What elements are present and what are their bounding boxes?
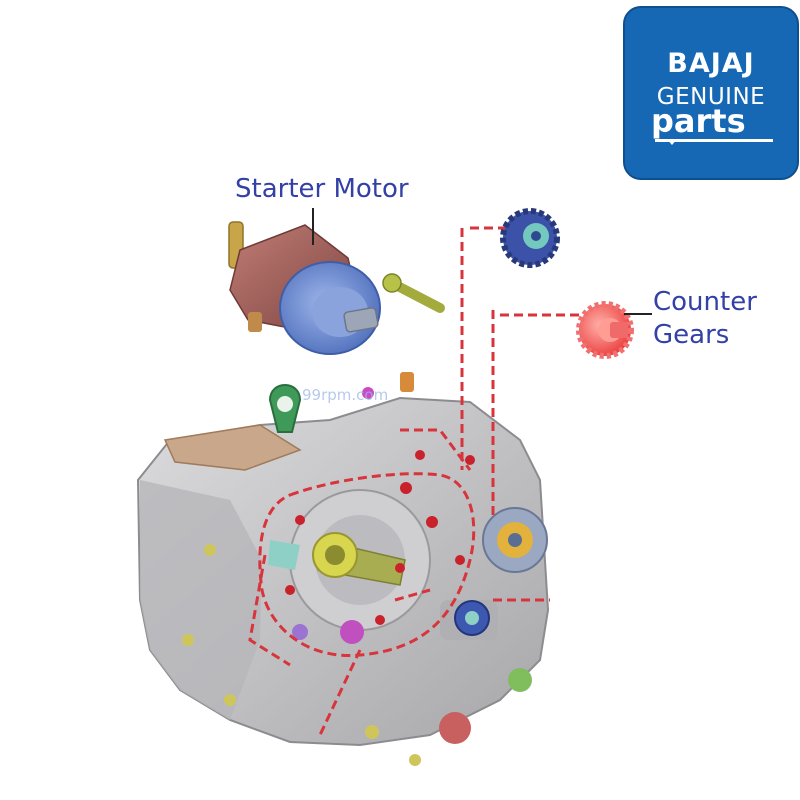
starter-motor-label: Starter Motor xyxy=(235,173,409,206)
counter-gear xyxy=(579,304,631,356)
logo-brand-text: BAJAJ xyxy=(625,48,797,79)
shift-drum-part xyxy=(455,601,489,635)
small-orange-plug xyxy=(400,372,414,392)
starter-motor xyxy=(229,222,380,354)
starter-motor-label-text: Starter Motor xyxy=(235,173,409,206)
logo-parts-text: parts xyxy=(651,102,797,140)
output-sprocket-assembly xyxy=(483,508,547,572)
counter-gears-label: Counter Gears xyxy=(653,286,757,351)
logo-tick-mark xyxy=(667,139,677,145)
engine-crankcase xyxy=(138,398,548,766)
watermark-text: 99rpm.com xyxy=(302,386,388,404)
starter-mounting-bolt xyxy=(383,274,440,308)
counter-gears-label-line1: Counter xyxy=(653,286,757,319)
bajaj-genuine-parts-logo: BAJAJ GENUINE parts xyxy=(623,6,799,180)
upper-idle-gear xyxy=(503,211,557,265)
counter-gears-label-line2: Gears xyxy=(653,319,757,352)
